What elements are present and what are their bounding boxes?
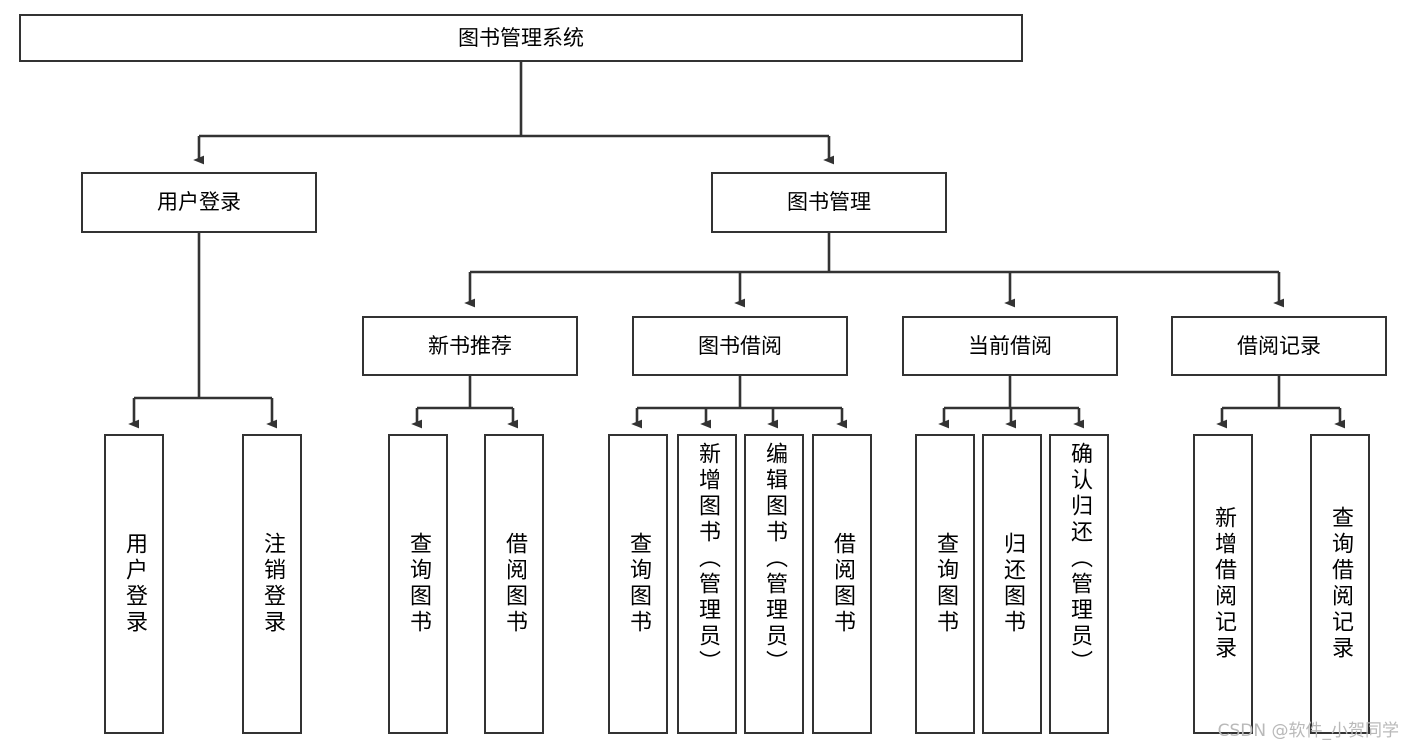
node-current-borrow[interactable]: 当前借阅 bbox=[902, 316, 1118, 376]
node-label: 查询图书 bbox=[626, 532, 651, 636]
leaf-user-login-logout[interactable]: 注销登录 bbox=[242, 434, 302, 734]
node-label: 新增图书（管理员） bbox=[695, 442, 720, 676]
leaf-current-borrow-return-book[interactable]: 归还图书 bbox=[982, 434, 1042, 734]
node-label: 用户登录 bbox=[122, 532, 147, 636]
leaf-book-borrow-query-book[interactable]: 查询图书 bbox=[608, 434, 668, 734]
node-label: 借阅记录 bbox=[1237, 333, 1321, 358]
leaf-borrow-record-add-record[interactable]: 新增借阅记录 bbox=[1193, 434, 1253, 734]
node-label: 查询图书 bbox=[933, 532, 958, 636]
leaf-current-borrow-confirm-return-admin[interactable]: 确认归还（管理员） bbox=[1049, 434, 1109, 734]
leaf-user-login-login[interactable]: 用户登录 bbox=[104, 434, 164, 734]
leaf-new-book-query-book[interactable]: 查询图书 bbox=[388, 434, 448, 734]
node-label: 查询借阅记录 bbox=[1328, 506, 1353, 662]
node-borrow-record[interactable]: 借阅记录 bbox=[1171, 316, 1387, 376]
node-label: 借阅图书 bbox=[830, 532, 855, 636]
leaf-book-borrow-add-book-admin[interactable]: 新增图书（管理员） bbox=[677, 434, 737, 734]
node-label: 归还图书 bbox=[1000, 532, 1025, 636]
node-label: 编辑图书（管理员） bbox=[762, 442, 787, 676]
leaf-book-borrow-edit-book-admin[interactable]: 编辑图书（管理员） bbox=[744, 434, 804, 734]
leaf-new-book-borrow-book[interactable]: 借阅图书 bbox=[484, 434, 544, 734]
node-book-management[interactable]: 图书管理 bbox=[711, 172, 947, 233]
node-label: 注销登录 bbox=[260, 532, 285, 636]
node-label: 图书管理 bbox=[787, 190, 871, 215]
node-label: 新书推荐 bbox=[428, 333, 512, 358]
leaf-borrow-record-query-record[interactable]: 查询借阅记录 bbox=[1310, 434, 1370, 734]
node-label: 当前借阅 bbox=[968, 333, 1052, 358]
node-label: 借阅图书 bbox=[502, 532, 527, 636]
node-label: 确认归还（管理员） bbox=[1067, 442, 1092, 676]
node-label: 用户登录 bbox=[157, 190, 241, 215]
node-label: 新增借阅记录 bbox=[1211, 506, 1236, 662]
leaf-book-borrow-borrow-book[interactable]: 借阅图书 bbox=[812, 434, 872, 734]
node-book-borrow[interactable]: 图书借阅 bbox=[632, 316, 848, 376]
node-new-book-recommend[interactable]: 新书推荐 bbox=[362, 316, 578, 376]
node-user-login[interactable]: 用户登录 bbox=[81, 172, 317, 233]
node-label: 图书借阅 bbox=[698, 333, 782, 358]
leaf-current-borrow-query-book[interactable]: 查询图书 bbox=[915, 434, 975, 734]
node-label: 查询图书 bbox=[406, 532, 431, 636]
node-label: 图书管理系统 bbox=[458, 25, 584, 50]
node-root-book-management-system[interactable]: 图书管理系统 bbox=[19, 14, 1023, 62]
